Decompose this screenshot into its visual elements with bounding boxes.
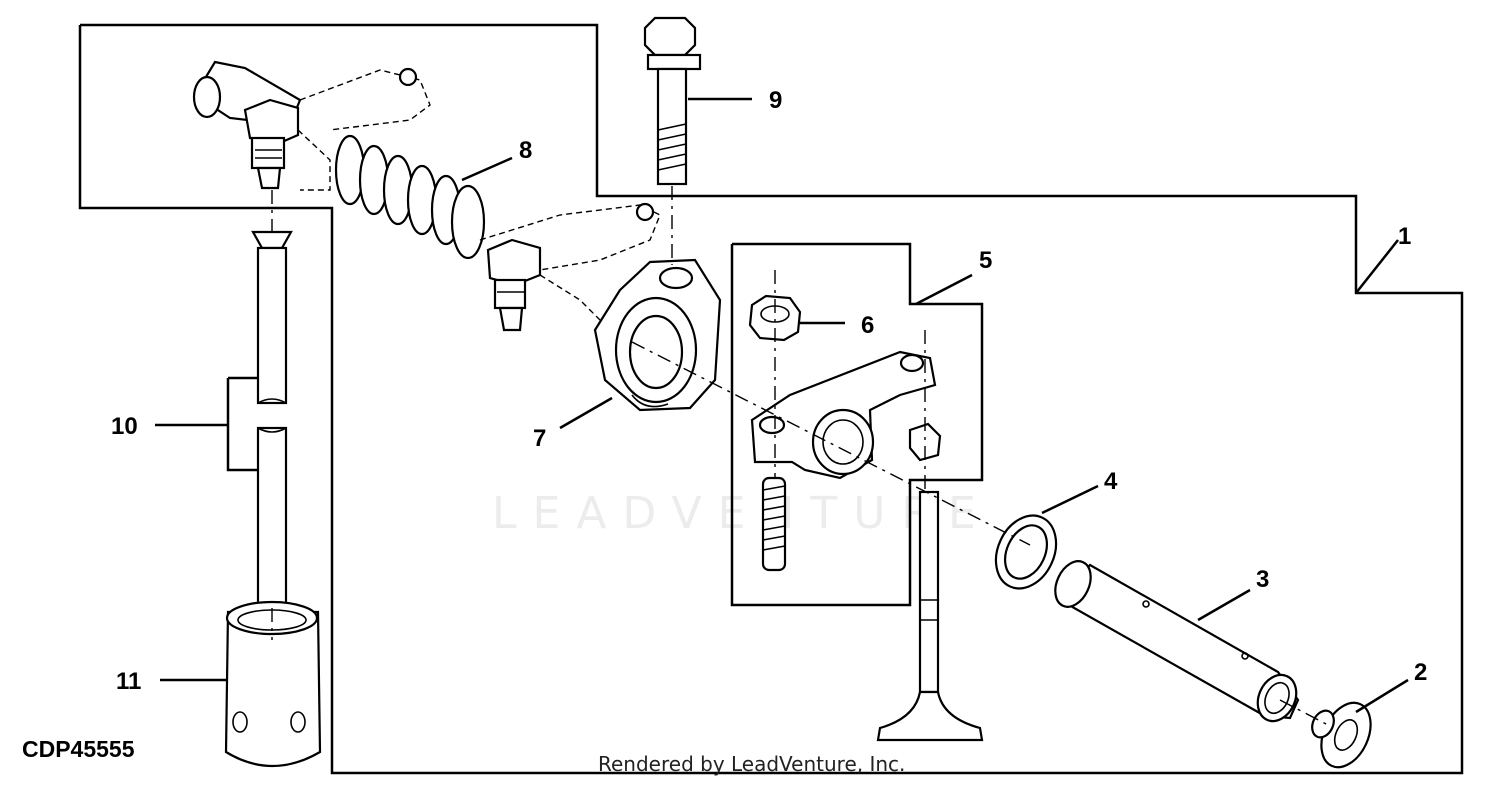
assembly-center-lines bbox=[271, 186, 1331, 727]
rocker-arm-subassembly-boundary bbox=[730, 242, 984, 607]
callout-8: 8 bbox=[519, 137, 532, 164]
rocker-arm-part bbox=[750, 350, 942, 480]
callout-11: 11 bbox=[116, 668, 141, 695]
spring-coil bbox=[334, 134, 486, 260]
callout-6: 6 bbox=[861, 312, 874, 339]
callout-1: 1 bbox=[1398, 223, 1411, 250]
callout-4: 4 bbox=[1104, 468, 1118, 495]
shaft-support-bracket bbox=[593, 258, 722, 412]
callout-3: 3 bbox=[1256, 566, 1269, 593]
washer-part bbox=[994, 514, 1058, 590]
callout-10: 10 bbox=[111, 413, 138, 440]
diagram-code: CDP45555 bbox=[22, 736, 135, 762]
adjusting-screw-part bbox=[761, 476, 787, 572]
valve-part bbox=[876, 490, 984, 742]
rocker-shaft-part bbox=[1054, 560, 1300, 723]
callout-leader-lines bbox=[155, 97, 1409, 714]
nut-part bbox=[748, 294, 802, 342]
rocker-shaft-assembly-drawing bbox=[192, 60, 661, 332]
rendered-by-credit: Rendered by LeadVenture, Inc. bbox=[598, 752, 905, 776]
cam-follower-part bbox=[224, 600, 322, 767]
bolt-part bbox=[643, 16, 702, 186]
push-rod-part bbox=[251, 230, 293, 610]
callout-9: 9 bbox=[769, 87, 782, 114]
callout-2: 2 bbox=[1414, 659, 1427, 686]
plug-part bbox=[1311, 701, 1372, 769]
watermark-text: LEADVENTURE bbox=[492, 488, 992, 539]
callout-5: 5 bbox=[979, 247, 992, 274]
assembly-boundary bbox=[78, 23, 1464, 775]
callout-7: 7 bbox=[533, 425, 546, 452]
